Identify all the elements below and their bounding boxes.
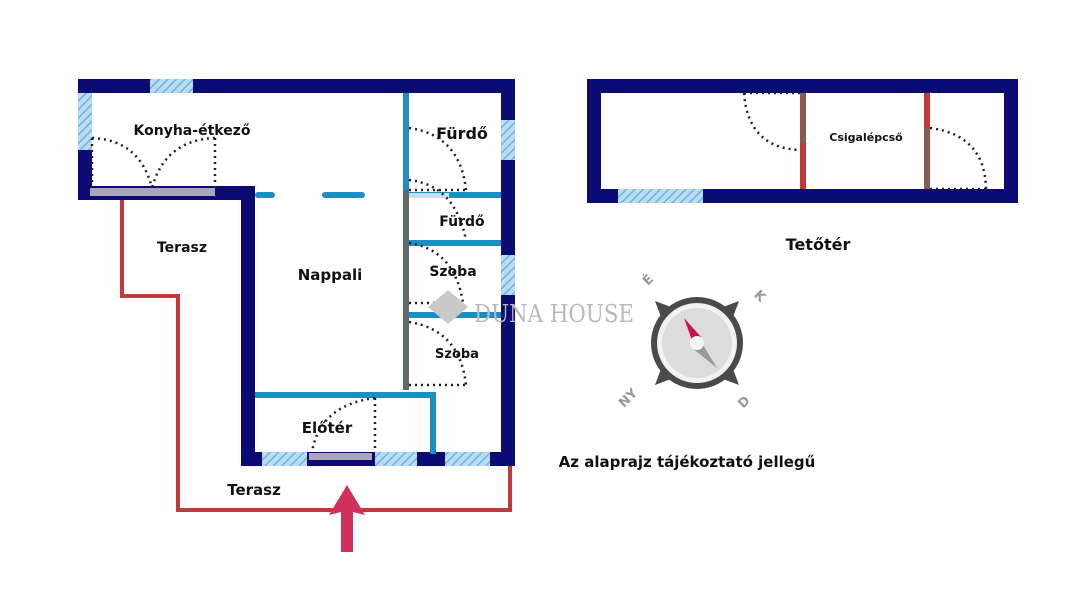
compass-east-label: K [751,288,769,306]
attic-floor: Csigalépcső Tetőtér [587,79,1018,254]
attic-wall-segment [800,93,806,143]
compass-north-label: É [639,271,657,289]
attic-door-swings [742,91,988,191]
bath-door-strip [409,193,449,198]
room-label-stair: Csigalépcső [829,131,903,144]
kitchen-terrace-door [90,188,215,196]
room-label-bath: Fürdő [439,214,485,230]
attic-title: Tetőtér [786,235,851,254]
room-label-terrace: Terasz [157,240,207,256]
attic-wall [924,93,930,189]
watermark: DUNA HOUSE [428,290,634,328]
room-label-hall: Előtér [302,419,353,437]
attic-window [618,189,703,203]
room-label-room: Szoba [429,264,476,280]
partition-wall [403,190,409,390]
entrance-arrow-icon [329,485,365,552]
windows [78,79,515,466]
room-label-room: Szoba [435,347,479,362]
compass-icon: É K D NY [616,271,769,411]
attic-wall-segment [924,93,930,128]
compass-south-label: D [735,393,753,411]
room-label-bath: Fürdő [436,124,488,143]
door-swings [90,126,468,453]
watermark-text: DUNA HOUSE [474,300,634,328]
room-label-terrace: Terasz [227,481,281,499]
watermark-logo-icon [428,290,468,324]
disclaimer-text: Az alaprajz tájékoztató jellegű [559,453,816,471]
room-label-kitchen: Konyha-étkező [134,123,251,139]
terrace-outline [120,200,512,512]
entrance-door [309,453,372,460]
ground-floor: Konyha-étkező Fürdő Fürdő Szoba Szoba Na… [78,79,515,552]
compass-west-label: NY [616,386,641,411]
room-label-living: Nappali [298,266,363,284]
